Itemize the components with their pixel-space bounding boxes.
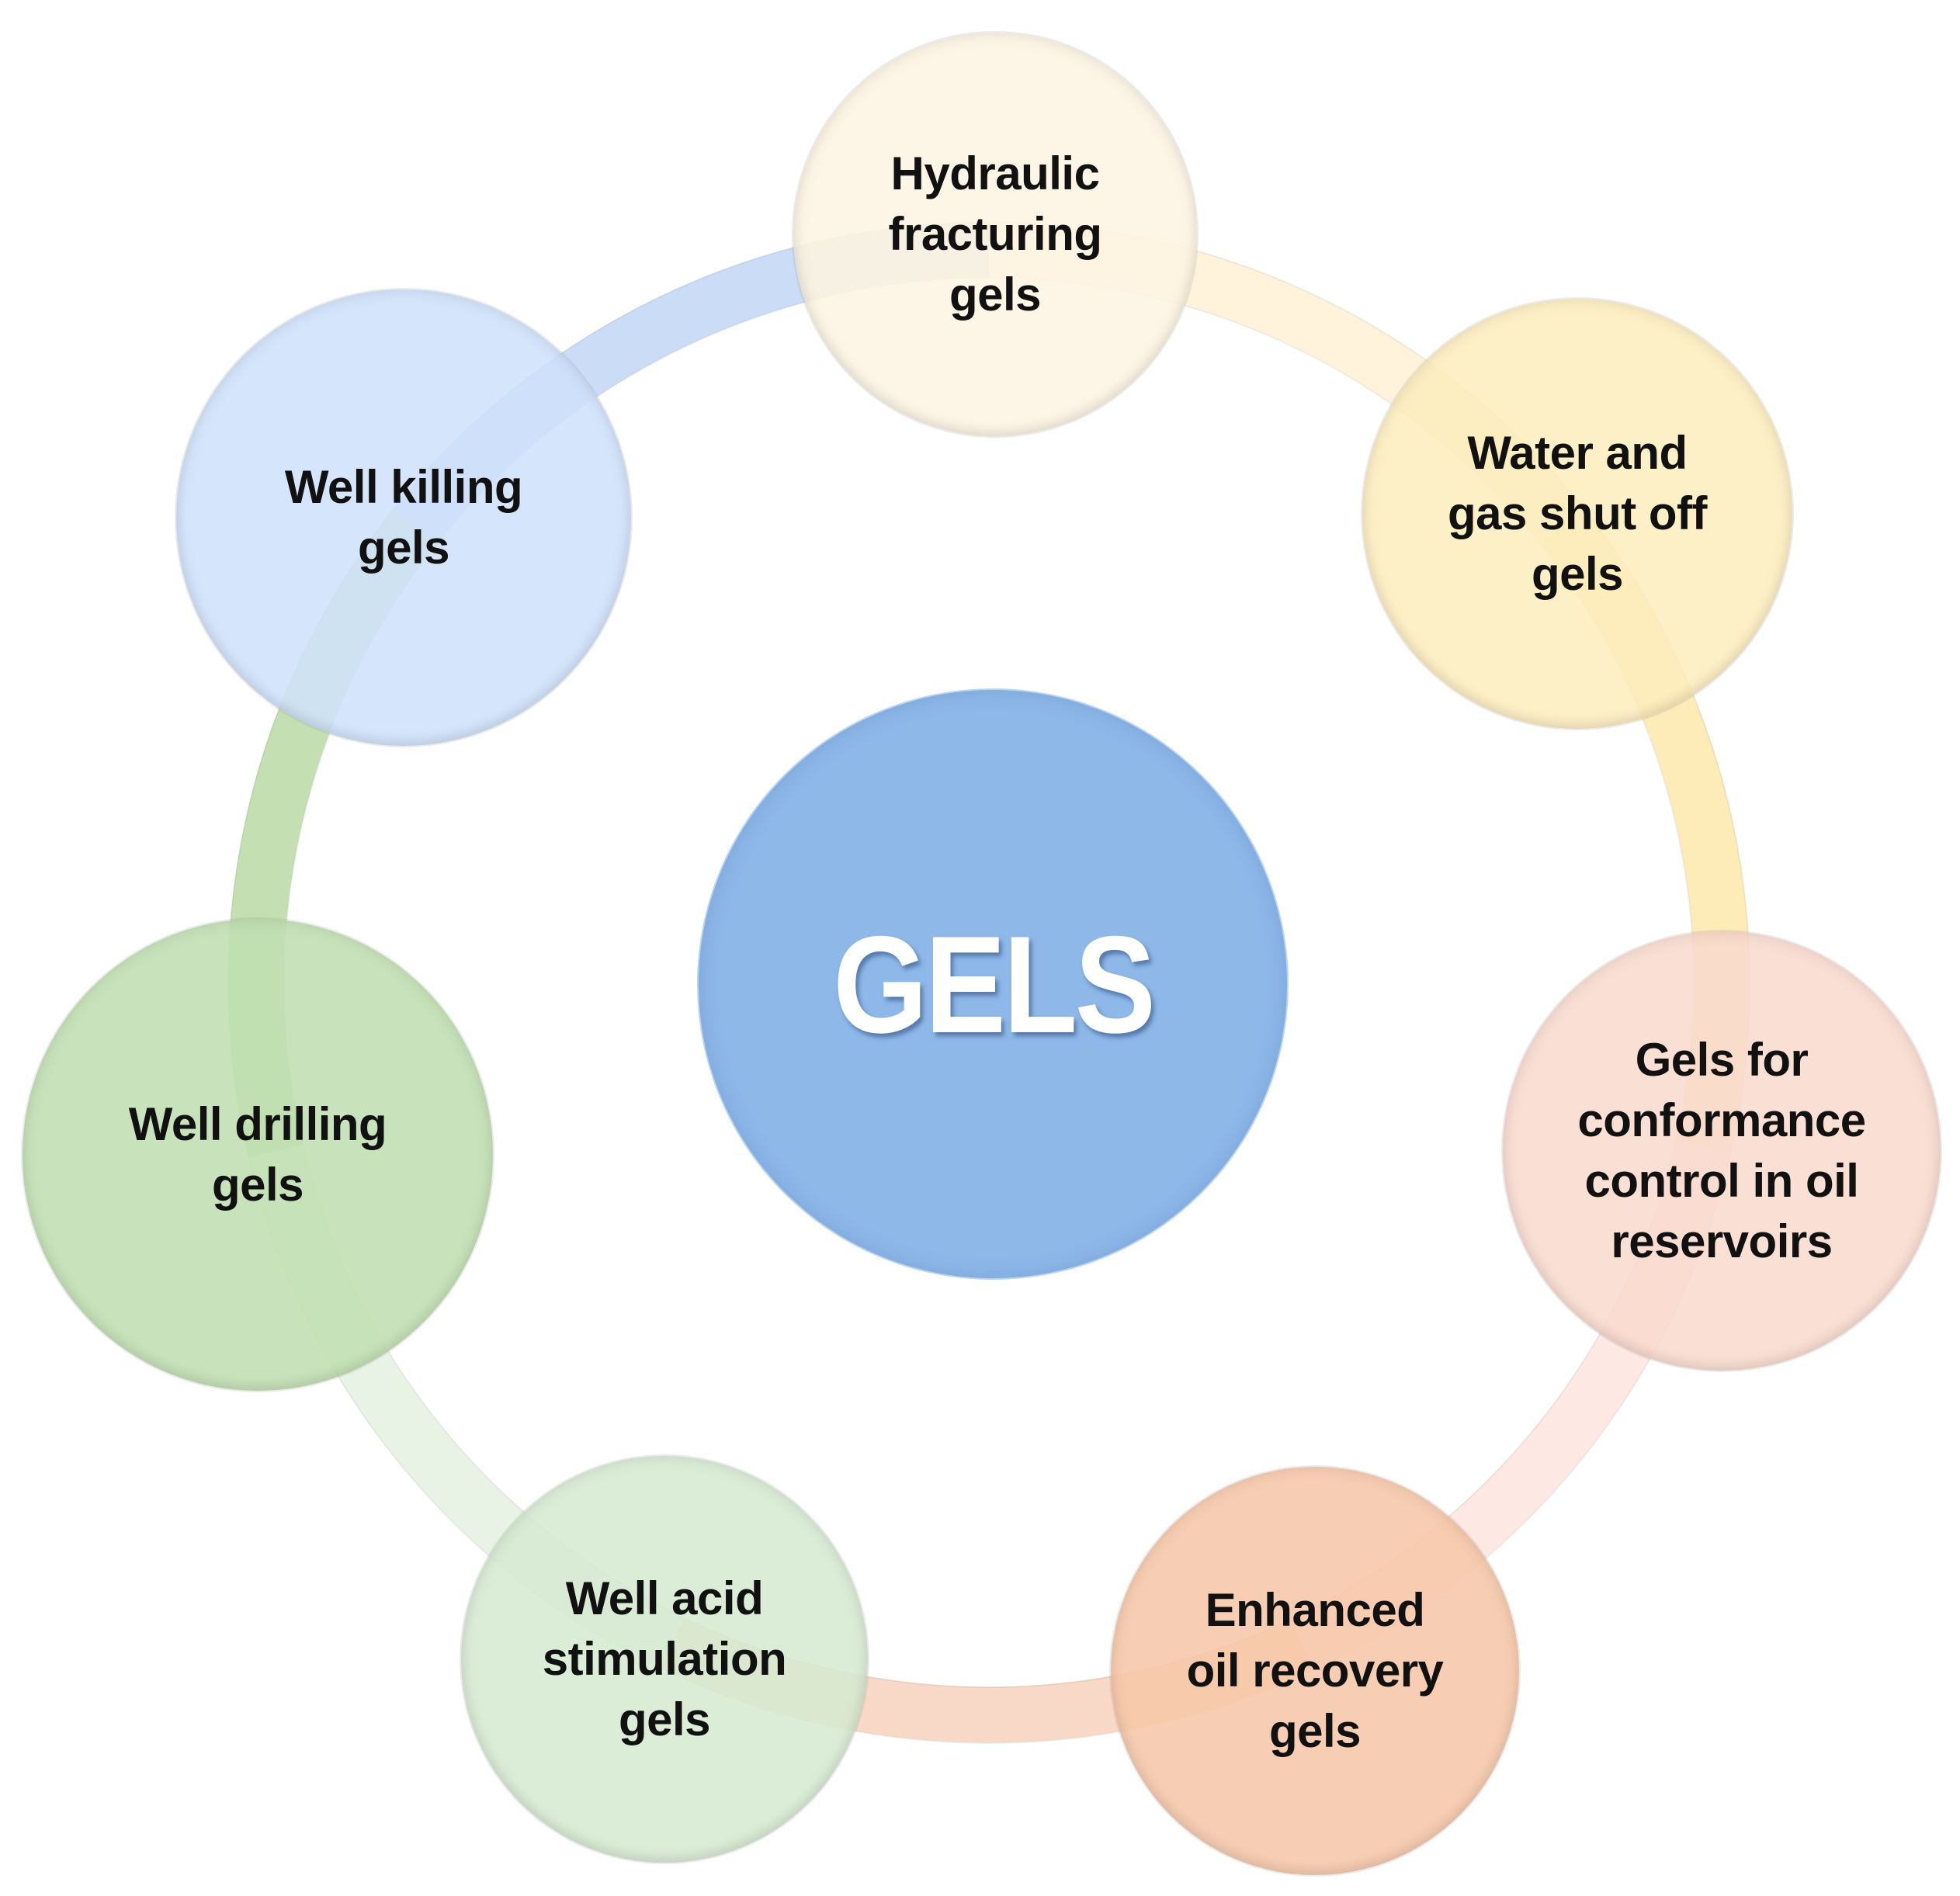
node-label: Enhanced oil recovery gels [1186,1584,1444,1757]
node-water-gas-shut-off-gels: Water and gas shut off gels [1362,299,1792,729]
center-node-gels: GELS [699,690,1287,1278]
node-hydraulic-fracturing-gels: Hydraulic fracturing gels [793,33,1197,436]
node-conformance-control-gels: Gels for conformance control in oil rese… [1503,931,1941,1371]
node-well-killing-gels: Well killing gels [176,289,631,746]
node-label: Well drilling gels [128,1098,387,1211]
node-label: Well killing gels [284,461,523,574]
node-label: Gels for conformance control in oil rese… [1577,1034,1866,1267]
node-enhanced-oil-recovery-gels: Enhanced oil recovery gels [1111,1467,1519,1875]
node-label: Well acid stimulation gels [542,1572,787,1745]
node-well-acid-stimulation-gels: Well acid stimulation gels [461,1456,868,1863]
node-label: Water and gas shut off gels [1448,427,1708,600]
node-well-drilling-gels: Well drilling gels [23,919,493,1391]
center-label: GELS [832,906,1156,1062]
node-label: Hydraulic fracturing gels [888,147,1102,321]
